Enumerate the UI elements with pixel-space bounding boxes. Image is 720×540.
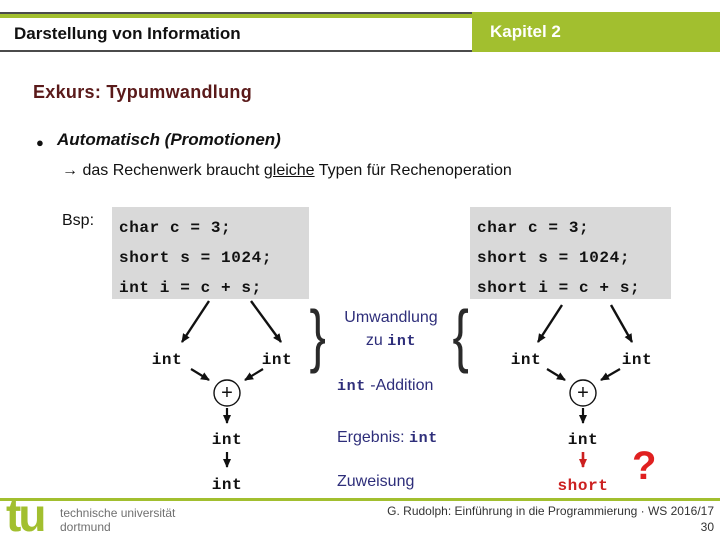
code-line: short i = c + s; — [477, 279, 641, 297]
code-line: char c = 3; — [119, 219, 232, 237]
type-label-int: int — [510, 351, 542, 369]
brace-open-glyph: { — [452, 296, 469, 374]
consequence-underlined-word: gleiche — [263, 162, 315, 179]
chapter-banner — [472, 12, 720, 52]
page-title: Darstellung von Information — [14, 24, 241, 43]
annotation-int-code: int — [387, 333, 417, 350]
footer-credit: G. Rudolph: Einführung in die Programmie… — [387, 504, 714, 518]
type-label-int: int — [567, 431, 599, 449]
chapter-label: Kapitel 2 — [490, 22, 561, 41]
annotation-ergebnis: Ergebnis: int — [337, 429, 438, 447]
code-block-right: char c = 3; short s = 1024; short i = c … — [470, 207, 671, 299]
annotation-int-code: int — [409, 430, 438, 447]
header-title-box — [0, 18, 472, 50]
annotation-umwandlung-line1: Umwandlung — [344, 309, 438, 326]
consequence-prefix: → das Rechenwerk braucht — [62, 162, 264, 179]
bullet-item: Automatisch (Promotionen) — [57, 130, 281, 149]
university-name: technische universität dortmund — [60, 506, 175, 534]
consequence-line: → das Rechenwerk braucht gleiche Typen f… — [62, 162, 512, 180]
code-line: int i = c + s; — [119, 279, 262, 297]
plus-operator-icon: + — [577, 382, 589, 404]
header-bottom-line — [0, 50, 472, 52]
brace-close-glyph: } — [309, 296, 326, 374]
page-number: 30 — [700, 520, 714, 534]
code-block-left: char c = 3; short s = 1024; int i = c + … — [112, 207, 309, 299]
annotation-umwandlung: Umwandlung zu int — [330, 306, 452, 353]
annotation-ergebnis-prefix: Ergebnis: — [337, 429, 410, 446]
footer-divider — [0, 498, 720, 501]
annotation-addition: int -Addition — [337, 377, 433, 395]
university-name-line1: technische universität — [60, 506, 176, 520]
type-label-int: int — [621, 351, 653, 369]
code-line: short s = 1024; — [477, 249, 631, 267]
annotation-int-code: int — [337, 378, 366, 395]
type-label-int: int — [261, 351, 293, 369]
annotation-zu: zu — [365, 332, 388, 349]
annotation-umwandlung-line2: zu int — [330, 329, 452, 353]
question-mark: ? — [632, 444, 657, 488]
header-green-strip — [0, 14, 472, 18]
slide-heading: Exkurs: Typumwandlung — [33, 82, 252, 102]
type-label-int: int — [211, 476, 243, 494]
code-line: short s = 1024; — [119, 249, 273, 267]
type-label-int: int — [151, 351, 183, 369]
university-name-line2: dortmund — [60, 520, 111, 534]
annotation-zuweisung: Zuweisung — [337, 473, 415, 490]
code-line: char c = 3; — [477, 219, 590, 237]
consequence-suffix: Typen für Rechenoperation — [314, 162, 512, 179]
plus-operator-icon: + — [221, 382, 233, 404]
annotation-addition-suffix: -Addition — [365, 377, 434, 394]
bullet-icon: ● — [36, 135, 44, 150]
example-label: Bsp: — [62, 212, 95, 229]
type-label-short: short — [557, 477, 609, 495]
tu-dortmund-logo: tu — [6, 489, 46, 540]
type-label-int: int — [211, 431, 243, 449]
header-top-hairline — [0, 12, 472, 14]
